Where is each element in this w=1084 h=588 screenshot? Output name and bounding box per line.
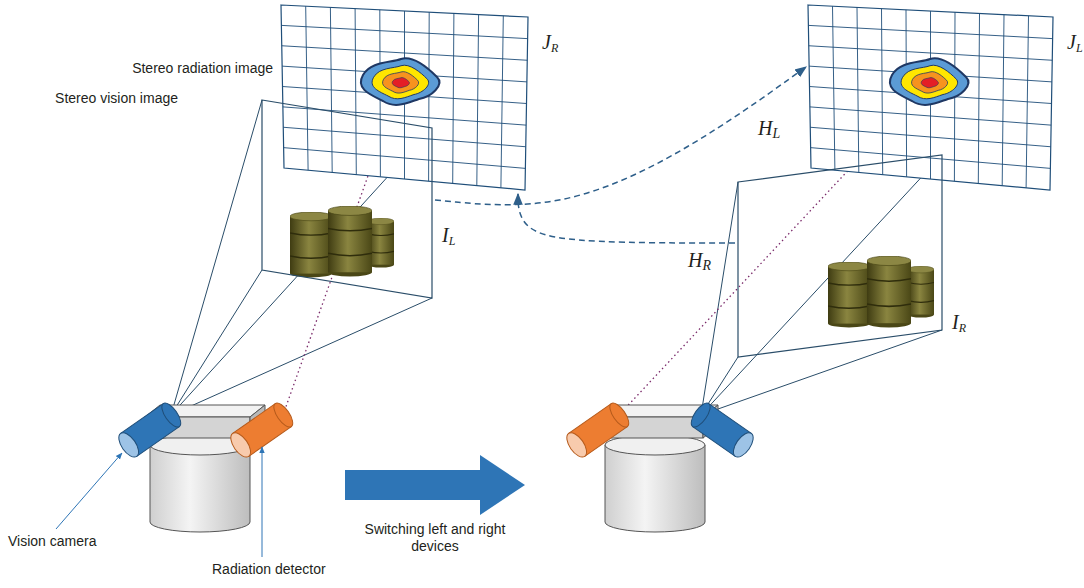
edge-label: HR <box>686 252 713 274</box>
image-heading: Stereo vision image <box>55 90 178 107</box>
vision-image: Stereo vision imageIL <box>262 100 432 298</box>
barrels <box>290 206 394 277</box>
image-grid <box>808 5 1053 191</box>
part-label: Radiation detector <box>212 561 326 578</box>
image-symbol: JR <box>542 31 558 59</box>
radiation-image: Stereo radiation imageJR <box>281 5 528 191</box>
image-symbol: IR <box>952 311 966 339</box>
vision-camera <box>688 400 757 460</box>
leader-line <box>262 447 263 557</box>
image-frame <box>262 100 432 298</box>
radiation-detector <box>563 400 632 460</box>
homography-arrow <box>518 194 735 243</box>
edge-label: HL <box>756 120 782 142</box>
image-symbol: JL <box>1067 31 1083 59</box>
vision-image: IR <box>738 155 942 357</box>
image-frame <box>738 155 942 357</box>
image-grid <box>281 5 528 191</box>
view-frustum <box>701 155 942 415</box>
action-label: Switching left and right devices <box>360 521 510 555</box>
vision-camera <box>115 400 184 460</box>
switch-arrow <box>345 455 525 515</box>
part-label: Vision camera <box>8 533 96 550</box>
barrels <box>828 256 934 327</box>
radiation-image: JL <box>808 5 1053 191</box>
radiation-hotspot <box>361 58 440 105</box>
image-heading: Stereo radiation image <box>132 60 273 77</box>
leader-line <box>56 453 122 529</box>
image-symbol: IL <box>442 224 455 252</box>
radiation-hotspot <box>890 58 969 105</box>
